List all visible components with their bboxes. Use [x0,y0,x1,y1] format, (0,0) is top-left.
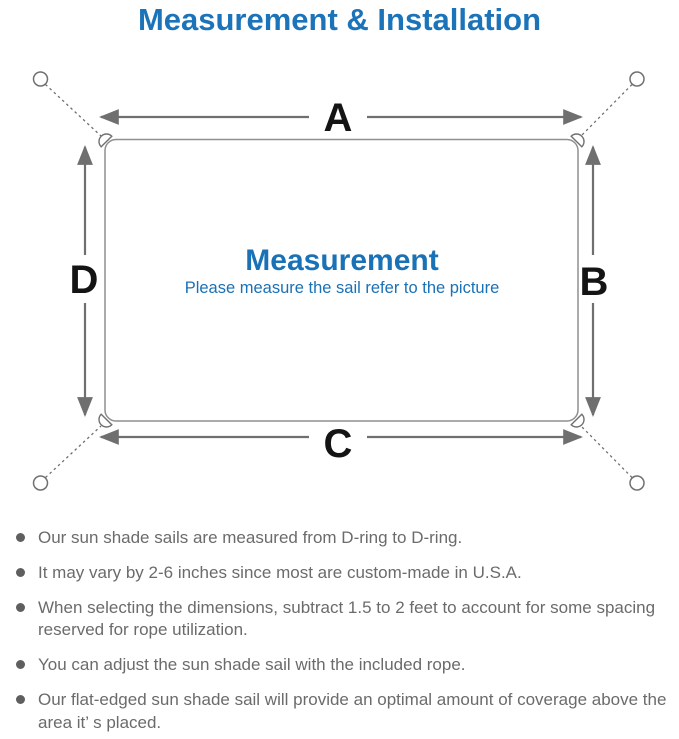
note-text: Our sun shade sails are measured from D-… [38,528,463,547]
note-text: You can adjust the sun shade sail with t… [38,655,466,675]
note-text: Our flat-edged sun shade sail will provi… [38,690,667,732]
bullet-icon [16,533,25,542]
anchor-ring-top-left-icon [32,71,49,87]
note-item: Our flat-edged sun shade sail will provi… [16,689,669,733]
dimension-label-c: C [324,422,353,466]
bullet-icon [16,660,25,670]
page-title: Measurement & Installation [137,2,542,37]
rope-line-bottom-left [45,425,102,478]
diagram-center-subtitle: Please measure the sail refer to the pic… [185,279,500,297]
corner-d-ring-top-left-icon [98,133,113,148]
anchor-ring-top-right-icon [629,71,645,87]
label-gap-c [309,424,367,462]
corner-d-ring-top-right-icon [570,133,585,148]
corner-d-ring-bottom-left-icon [98,413,113,428]
measurement-diagram: A B C D Measurement Please measure the s… [32,71,645,491]
rope-line-top-left [45,84,102,137]
rope-line-bottom-right [580,425,633,478]
notes-list: Our sun shade sails are measured from D-… [16,527,669,739]
anchor-ring-bottom-left-icon [32,475,49,491]
dimension-label-b: B [580,260,609,304]
rope-line-top-right [580,84,633,137]
note-item: When selecting the dimensions, subtract … [16,597,669,641]
note-text: When selecting the dimensions, subtract … [38,598,656,640]
bullet-icon [16,695,25,705]
note-item: It may vary by 2-6 inches since most are… [16,562,669,584]
label-gap-a [309,92,367,138]
corner-d-ring-bottom-right-icon [570,413,585,428]
label-gap-b [580,255,614,303]
label-gap-d [64,255,104,303]
note-item: You can adjust the sun shade sail with t… [16,654,669,676]
sail-outline [104,138,579,422]
bullet-icon [16,603,25,613]
dimension-label-a: A [324,96,353,140]
dimension-label-d: D [70,258,99,302]
diagram-center-title: Measurement [245,244,438,277]
note-text: It may vary by 2-6 inches since most are… [38,563,522,583]
anchor-ring-bottom-right-icon [629,475,645,491]
bullet-icon [16,568,25,578]
note-item: Our sun shade sails are measured from D-… [16,527,669,549]
